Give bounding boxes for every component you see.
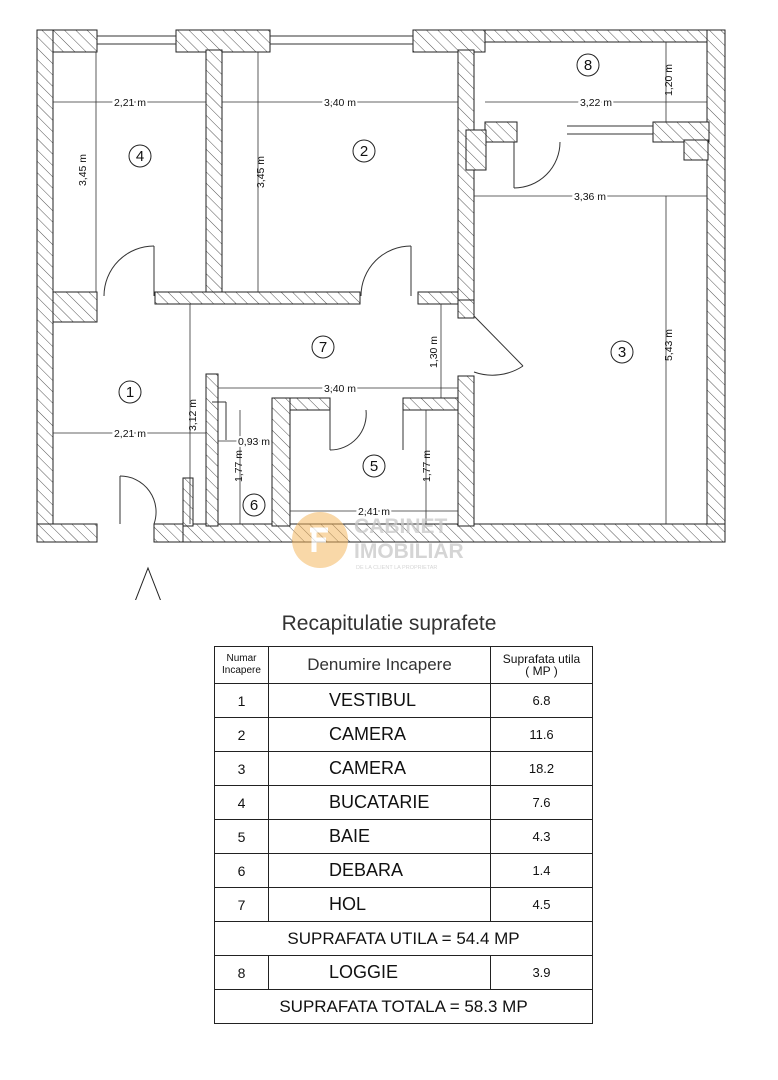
room-label-2: 2 xyxy=(360,143,368,160)
table-header-row: Numar Incapere Denumire Incapere Suprafa… xyxy=(214,646,593,684)
cell-room-name: HOL xyxy=(268,887,491,922)
cell-room-name: VESTIBUL xyxy=(268,683,491,718)
arrow-up-icon xyxy=(135,566,161,600)
dim-r2-width: 3,40 m xyxy=(324,97,356,109)
header-area-l2: ( MP ) xyxy=(525,664,558,678)
dim-r2-height: 3,45 m xyxy=(255,156,267,188)
cell-room-number: 7 xyxy=(214,887,269,922)
room-label-7: 7 xyxy=(319,339,327,356)
table-row: 7 HOL 4.5 xyxy=(214,887,593,922)
dim-r4-width: 2,21 m xyxy=(114,97,146,109)
cell-room-number: 8 xyxy=(214,955,269,990)
cell-room-name: LOGGIE xyxy=(268,955,491,990)
cell-room-number: 4 xyxy=(214,785,269,820)
cell-room-name: DEBARA xyxy=(268,853,491,888)
table-row: 8 LOGGIE 3.9 xyxy=(214,955,593,990)
header-room-number-l1: Numar xyxy=(226,653,257,664)
dim-r7-height: 1,30 m xyxy=(428,336,440,368)
dim-r8-width: 3,22 m xyxy=(580,97,612,109)
dim-r6-width: 0,93 m xyxy=(238,436,270,448)
total-useful-row: SUPRAFATA UTILA = 54.4 MP xyxy=(214,921,593,956)
dim-r1-width: 2,21 m xyxy=(114,428,146,440)
dim-r8-height: 1,20 m xyxy=(663,64,675,96)
table-row: 3 CAMERA 18.2 xyxy=(214,751,593,786)
room-label-1: 1 xyxy=(126,384,134,401)
dim-r7-width: 3,40 m xyxy=(324,383,356,395)
area-summary-table: Numar Incapere Denumire Incapere Suprafa… xyxy=(214,646,593,1024)
cell-room-area: 4.3 xyxy=(490,819,593,854)
total-area: SUPRAFATA TOTALA = 58.3 MP xyxy=(214,989,593,1024)
dim-r3-width: 3,36 m xyxy=(574,191,606,203)
cell-room-number: 2 xyxy=(214,717,269,752)
room-label-8: 8 xyxy=(584,57,592,74)
room-label-3: 3 xyxy=(618,344,626,361)
cell-room-number: 1 xyxy=(214,683,269,718)
watermark-line2: IMOBILIAR xyxy=(354,540,464,563)
windows xyxy=(97,35,653,135)
cell-room-name: CAMERA xyxy=(268,717,491,752)
cell-room-name: CAMERA xyxy=(268,751,491,786)
cell-room-area: 7.6 xyxy=(490,785,593,820)
cell-room-area: 11.6 xyxy=(490,717,593,752)
doors xyxy=(103,141,561,525)
cell-room-area: 6.8 xyxy=(490,683,593,718)
total-useful-area: SUPRAFATA UTILA = 54.4 MP xyxy=(214,921,593,956)
table-row: 6 DEBARA 1.4 xyxy=(214,853,593,888)
dim-r5-width: 2,41 m xyxy=(358,506,390,518)
header-room-number-l2: Incapere xyxy=(222,665,261,676)
total-row: SUPRAFATA TOTALA = 58.3 MP xyxy=(214,989,593,1024)
floor-plan: 2,21 m 3,40 m 3,22 m 3,36 m 2,21 m 3,40 … xyxy=(36,29,726,600)
cell-room-area: 18.2 xyxy=(490,751,593,786)
cell-room-area: 4.5 xyxy=(490,887,593,922)
summary-title: Recapitulatie suprafete xyxy=(281,612,497,635)
watermark-tagline: DE LA CLIENT LA PROPRIETAR xyxy=(356,565,437,571)
cell-room-number: 6 xyxy=(214,853,269,888)
cell-room-area: 1.4 xyxy=(490,853,593,888)
dim-r3-height: 5,43 m xyxy=(663,329,675,361)
header-area-l1: Suprafata utila xyxy=(502,652,581,666)
table-row: 5 BAIE 4.3 xyxy=(214,819,593,854)
room-label-6: 6 xyxy=(250,497,258,514)
table-row: 4 BUCATARIE 7.6 xyxy=(214,785,593,820)
watermark-line1: CABINET xyxy=(354,515,448,538)
cell-room-name: BUCATARIE xyxy=(268,785,491,820)
cell-room-number: 5 xyxy=(214,819,269,854)
dim-r5-height: 1,77 m xyxy=(421,450,433,482)
cell-room-number: 3 xyxy=(214,751,269,786)
cell-room-name: BAIE xyxy=(268,819,491,854)
watermark-logo: CABINET IMOBILIAR DE LA CLIENT LA PROPRI… xyxy=(292,512,464,571)
header-room-name: Denumire Incapere xyxy=(268,646,491,684)
table-row: 2 CAMERA 11.6 xyxy=(214,717,593,752)
table-row: 1 VESTIBUL 6.8 xyxy=(214,683,593,718)
dimension-labels: 2,21 m 3,40 m 3,22 m 3,36 m 2,21 m 3,40 … xyxy=(77,64,675,520)
walls xyxy=(36,29,726,543)
room-label-4: 4 xyxy=(136,148,144,165)
room-labels xyxy=(118,53,634,517)
dimension-lines xyxy=(53,42,707,524)
cell-room-area: 3.9 xyxy=(490,955,593,990)
header-room-number: Numar Incapere xyxy=(214,646,269,684)
dim-r1-height: 3,12 m xyxy=(187,399,199,431)
dim-r4-height: 3,45 m xyxy=(77,154,89,186)
room-label-5: 5 xyxy=(370,458,378,475)
dim-r6-height: 1,77 m xyxy=(233,450,245,482)
header-area: Suprafata utila ( MP ) xyxy=(490,646,593,684)
